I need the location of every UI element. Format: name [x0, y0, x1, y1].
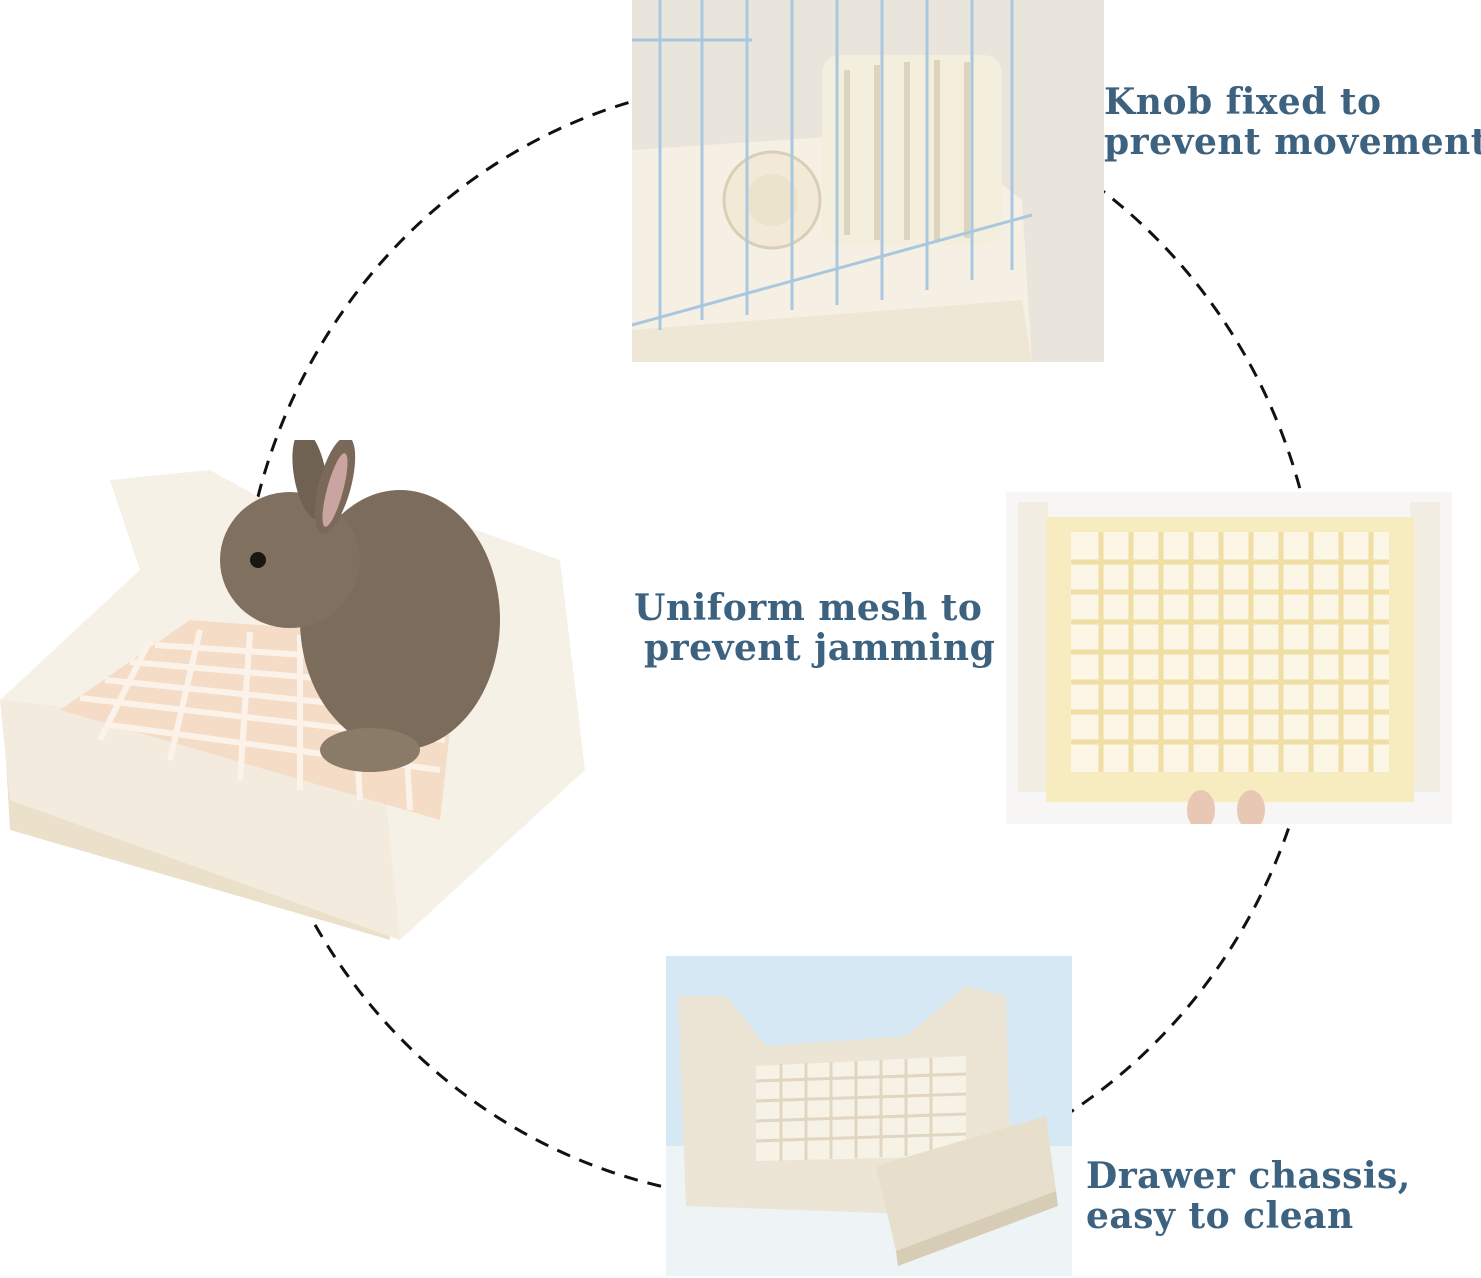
mesh-feature-label: Uniform mesh to prevent jamming [634, 588, 995, 668]
rabbit-litter-box-photo [0, 440, 590, 950]
drawer-litter-box-photo [666, 956, 1072, 1276]
drawer-feature-label: Drawer chassis, easy to clean [1086, 1156, 1411, 1236]
knob-closeup-photo [632, 0, 1104, 362]
knob-feature-line1: Knob fixed to [1104, 81, 1382, 123]
mesh-feature-line2: prevent jamming [644, 627, 996, 669]
mesh-feature-line1: Uniform mesh to [634, 587, 983, 629]
mesh-grid-photo [1006, 492, 1452, 824]
drawer-feature-line1: Drawer chassis, [1086, 1155, 1411, 1197]
knob-feature-label: Knob fixed to prevent movement [1104, 82, 1481, 162]
knob-feature-line2: prevent movement [1104, 121, 1481, 163]
drawer-feature-line2: easy to clean [1086, 1195, 1354, 1237]
